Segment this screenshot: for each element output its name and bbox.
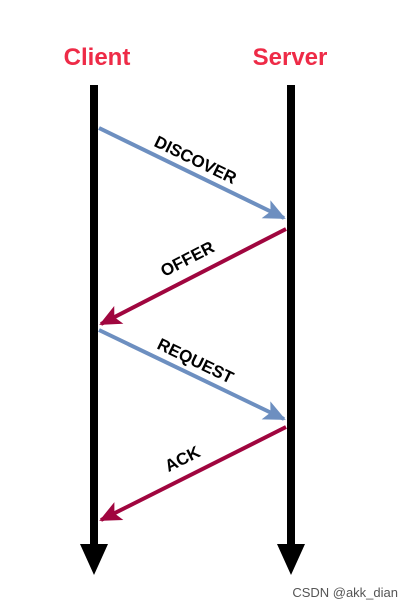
discover-arrow — [98, 126, 286, 220]
client-lifeline-arrowhead — [80, 544, 108, 575]
message-request: REQUEST — [98, 328, 286, 421]
watermark-text: CSDN @akk_dian — [292, 585, 398, 600]
message-discover: DISCOVER — [98, 126, 286, 220]
client-label: Client — [64, 44, 131, 71]
message-offer: OFFER — [99, 227, 287, 326]
offer-arrow — [99, 227, 287, 326]
server-lifeline — [277, 85, 305, 575]
ack-arrow — [99, 425, 287, 522]
offer-label: OFFER — [158, 237, 218, 280]
client-lifeline — [80, 85, 108, 575]
server-lifeline-arrowhead — [277, 544, 305, 575]
server-label: Server — [253, 44, 328, 71]
request-arrow — [98, 328, 286, 421]
message-ack: ACK — [99, 425, 287, 522]
